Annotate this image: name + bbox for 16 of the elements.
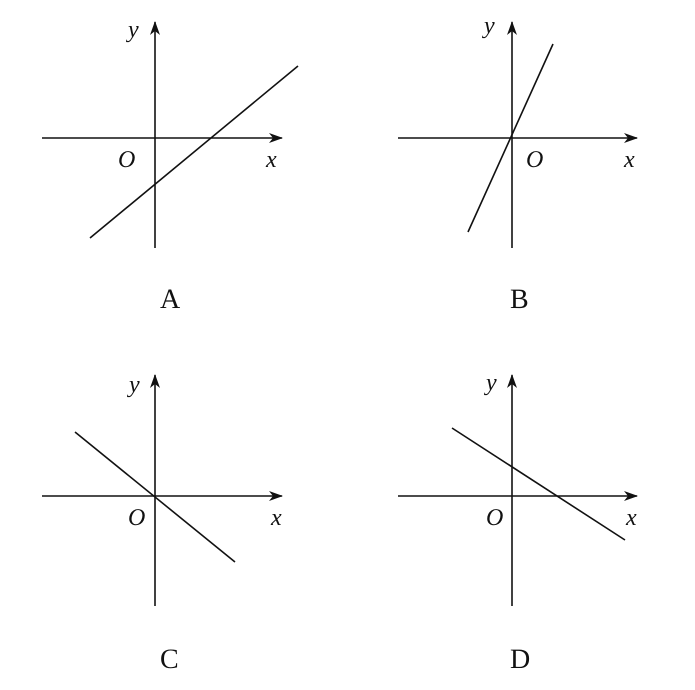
axis-label: y — [486, 371, 497, 395]
axis-label: x — [266, 148, 277, 172]
axis-label: y — [128, 18, 139, 42]
axis-label: x — [626, 506, 637, 530]
option-label: A — [160, 286, 180, 314]
option-label: B — [510, 286, 529, 314]
origin-label: O — [486, 506, 504, 530]
axis-label: y — [129, 373, 140, 397]
axis-label: x — [271, 506, 282, 530]
option-label: D — [510, 646, 530, 674]
origin-label: O — [128, 506, 146, 530]
axis-label: y — [484, 14, 495, 38]
origin-label: O — [118, 148, 136, 172]
origin-label: O — [526, 148, 544, 172]
option-label: C — [160, 646, 179, 674]
axis-label: x — [624, 148, 635, 172]
